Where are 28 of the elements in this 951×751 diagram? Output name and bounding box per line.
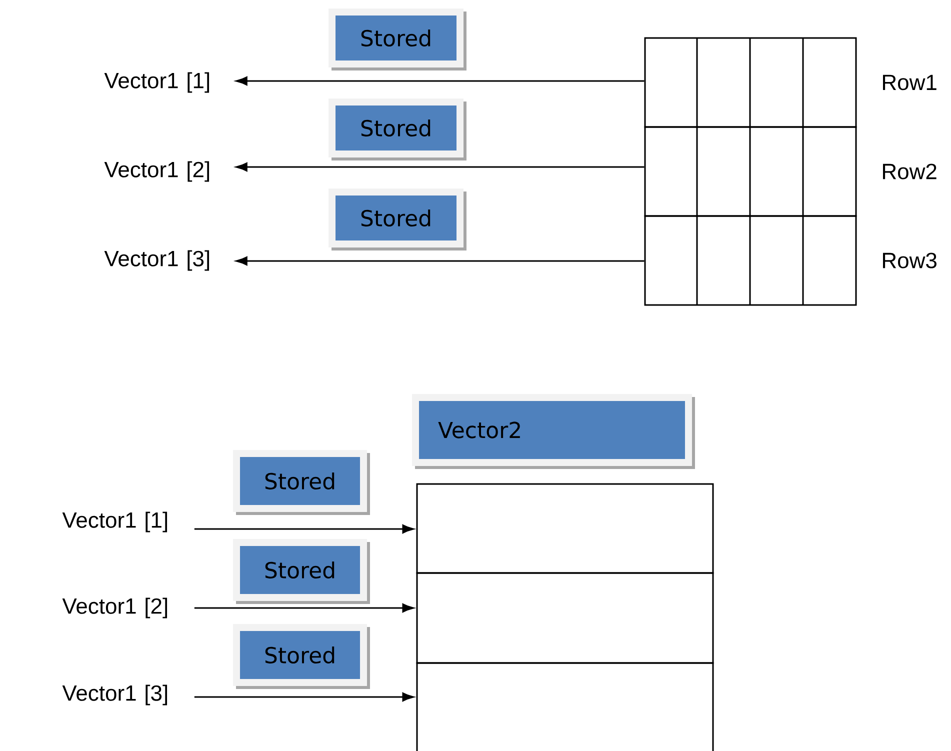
stored-box: Stored [233, 450, 370, 515]
arrow [194, 524, 414, 534]
arrow [194, 604, 414, 612]
vector-label: Vector1 [1] [104, 72, 210, 93]
table-row [644, 37, 857, 128]
vector-label: Vector1 [2] [104, 161, 210, 182]
table-row [644, 215, 857, 306]
title-box: Vector2 [412, 394, 695, 469]
vector-label: Vector1 [3] [62, 684, 168, 706]
stored-box: Stored [233, 624, 370, 689]
stored-box: Stored [328, 98, 466, 160]
vector-label: Vector1 [2] [62, 598, 168, 618]
arrow [236, 256, 644, 266]
arrow [194, 692, 414, 702]
arrow [236, 162, 644, 172]
table-row [416, 483, 714, 574]
row-label: Row3 [883, 252, 936, 268]
stored-box: Stored [233, 539, 370, 604]
row-label: Row2 [883, 164, 936, 180]
stored-box: Stored [328, 8, 466, 70]
stored-box: Stored [328, 188, 466, 250]
arrow [236, 76, 644, 86]
vector-label: Vector1 [3] [104, 250, 210, 271]
table-row [416, 662, 714, 751]
row-label: Row1 [883, 74, 936, 90]
table-row [416, 572, 714, 664]
table-row [644, 126, 857, 217]
vector-label: Vector1 [1] [62, 512, 168, 532]
